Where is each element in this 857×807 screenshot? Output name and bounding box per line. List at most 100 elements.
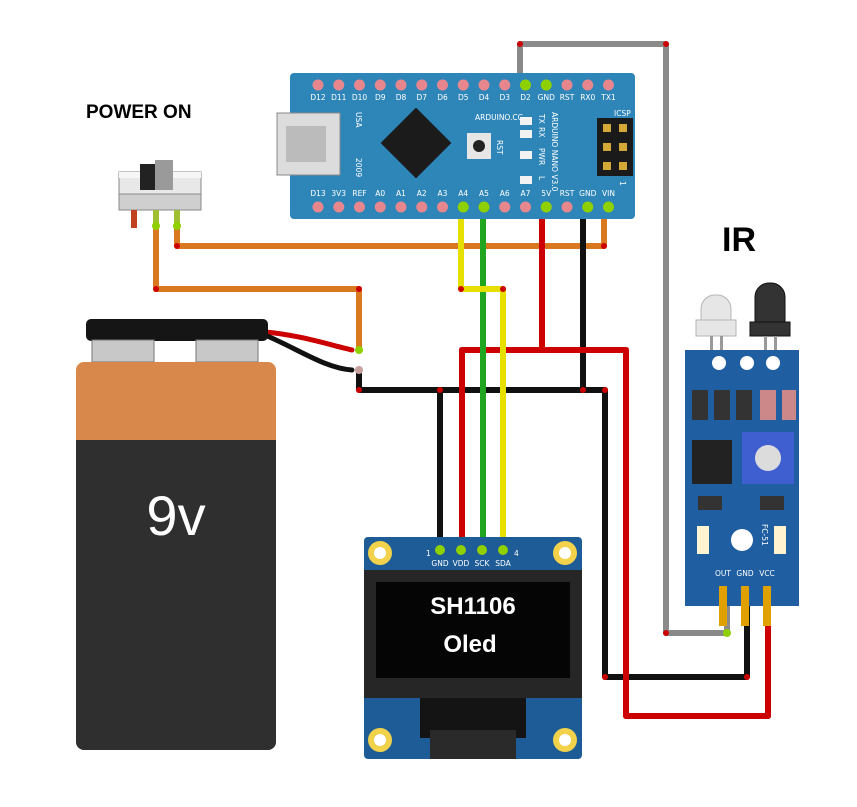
nano-pin-pad-vin	[603, 201, 614, 213]
ir-pin-header-gnd	[741, 586, 749, 626]
oled-line1: SH1106	[430, 593, 515, 620]
wire-gnd-ir	[602, 387, 750, 680]
oled-pin-label: GND	[431, 559, 448, 568]
nano-pin-label: D3	[499, 93, 510, 102]
switch-knob	[140, 164, 158, 190]
battery-red-lead	[262, 329, 355, 353]
led-l-label: L	[537, 176, 546, 181]
battery-9v: 9v	[76, 319, 276, 750]
nano-pin-pad-a2	[416, 201, 428, 213]
model-label: ARDUINO NANO V3.0	[550, 112, 559, 192]
led-rx-label: RX	[537, 127, 546, 137]
nano-pin-label: A3	[438, 189, 448, 198]
nano-pin-pad-d11	[333, 79, 345, 91]
junctions	[153, 41, 771, 719]
ir-model-label: FC-51	[760, 524, 769, 546]
nano-pin-label: RX0	[580, 93, 595, 102]
nano-pin-pad-d4	[478, 79, 490, 91]
oled-pin-label: SCK	[475, 559, 491, 568]
nano-pin-label: D6	[437, 93, 448, 102]
nano-pin-pad-d12	[312, 79, 324, 91]
oled-line2: Oled	[443, 631, 496, 658]
led-tx-label: TX	[537, 113, 546, 124]
nano-pin-label: RST	[560, 189, 575, 198]
nano-pin-pad-d9	[374, 79, 386, 91]
nano-pin-label: TX1	[600, 93, 616, 102]
oled-pin-first: 1	[426, 549, 431, 558]
rst-button-label: RST	[495, 140, 504, 155]
oled-pin-last: 4	[514, 549, 519, 558]
usa-label: USA	[354, 112, 363, 128]
power-on-label: POWER ON	[86, 102, 192, 123]
nano-pin-label: A5	[479, 189, 489, 198]
oled-pin-pad-vdd	[456, 545, 466, 555]
nano-pin-pad-ref	[354, 201, 365, 213]
nano-pin-label: D11	[331, 93, 347, 102]
oled-screen	[376, 582, 570, 678]
nano-pin-label: D2	[520, 93, 531, 102]
nano-pin-pad-a4	[457, 201, 469, 213]
oled-pin-pad-sda	[498, 545, 508, 555]
ir-pin-header-out	[719, 586, 727, 626]
nano-pin-pad-3v3	[333, 201, 345, 213]
ir-pin-label: GND	[736, 569, 753, 578]
nano-pin-pad-gnd	[540, 79, 552, 91]
nano-pin-pad-d10	[354, 79, 365, 91]
nano-pin-pad-5v	[540, 201, 552, 213]
nano-pin-pad-rst	[561, 201, 573, 213]
nano-pin-pad-d6	[437, 79, 448, 91]
nano-pin-label: GND	[579, 189, 596, 198]
nano-pin-pad-a7	[520, 201, 531, 213]
nano-pin-label: D9	[375, 93, 386, 102]
nano-pin-label: 3V3	[331, 189, 346, 198]
nano-pin-pad-tx1	[603, 79, 614, 91]
nano-pin-label: RST	[560, 93, 575, 102]
nano-pin-pad-d7	[416, 79, 428, 91]
icsp-pin1-label: 1	[618, 181, 627, 186]
battery-black-lead	[262, 332, 355, 373]
oled-pin-pad-sck	[477, 545, 487, 555]
ir-comparator-chip	[692, 440, 732, 484]
nano-pin-label: D13	[310, 189, 326, 198]
oled-pin-label: SDA	[495, 559, 511, 568]
nano-pin-label: 5V	[541, 189, 552, 198]
nano-pin-pad-d5	[457, 79, 469, 91]
nano-pin-label: A1	[396, 189, 406, 198]
icsp-label: ICSP	[614, 109, 631, 118]
battery-label: 9v	[146, 484, 205, 547]
nano-pin-label: A7	[521, 189, 531, 198]
nano-pin-label: D8	[396, 93, 407, 102]
nano-pin-pad-a6	[499, 201, 511, 213]
brand-label: ARDUINO.CC	[475, 113, 523, 122]
nano-pin-label: D4	[479, 93, 490, 102]
power-switch: POWER ON	[86, 102, 202, 228]
nano-pin-pad-rst	[561, 79, 573, 91]
nano-pin-pad-a1	[395, 201, 407, 213]
nano-pin-label: D10	[352, 93, 368, 102]
nano-pin-label: A4	[458, 189, 468, 198]
nano-pin-label: A0	[375, 189, 385, 198]
nano-pin-label: VIN	[602, 189, 615, 198]
nano-pin-pad-d2	[520, 79, 531, 91]
oled-pin-pad-gnd	[435, 545, 445, 555]
nano-pin-label: A6	[500, 189, 510, 198]
nano-pin-pad-a5	[478, 201, 490, 213]
nano-pin-label: D12	[310, 93, 326, 102]
wire-vin-to-switch	[174, 204, 607, 249]
led-pwr-label: PWR	[537, 148, 546, 165]
wire-switch-to-battery	[153, 222, 362, 353]
wire-end-caps	[152, 222, 731, 637]
nano-pin-pad-a0	[374, 201, 386, 213]
nano-pin-label: GND	[538, 93, 555, 102]
wire-d2-to-ir-out	[517, 41, 730, 636]
year-label: 2009	[354, 158, 363, 177]
wires	[153, 41, 771, 719]
ir-label: IR	[722, 221, 756, 259]
